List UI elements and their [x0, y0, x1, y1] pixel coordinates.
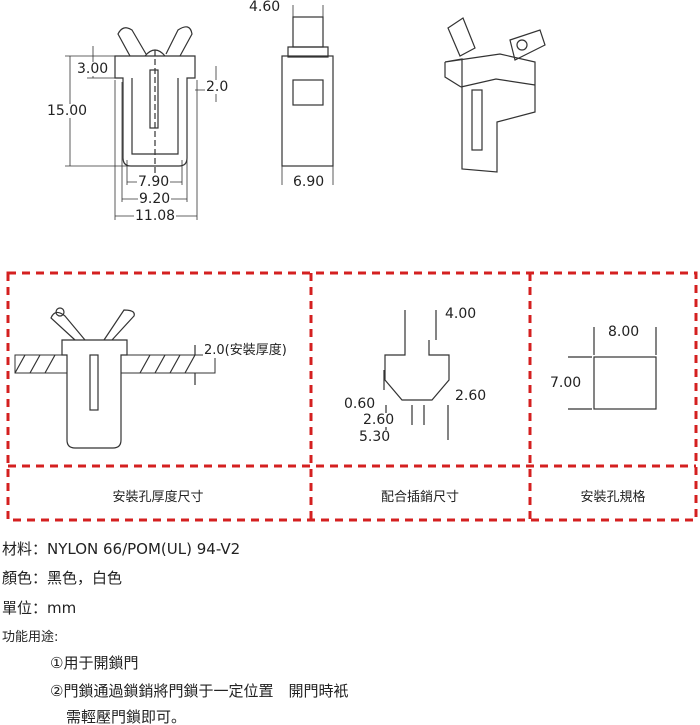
function-item-2: ②門鎖通過鎖銷將門鎖于一定位置 開門時衹	[50, 682, 349, 700]
panel-thickness-view	[14, 307, 216, 449]
dim-pin-bottom: 5.30	[358, 429, 392, 445]
spec-material: 材料：NYLON 66/POM(UL) 94-V2	[2, 540, 241, 558]
dim-side-top: 4.60	[248, 0, 282, 15]
dim-pin-right: 2.60	[454, 388, 488, 404]
dim-pin-small: 0.60	[343, 396, 377, 412]
dim-hole-height: 7.00	[549, 375, 583, 391]
dim-pin-top: 4.00	[444, 306, 478, 322]
caption-hole-spec: 安裝孔規格	[580, 490, 646, 505]
hole-view	[568, 327, 657, 410]
spec-unit: 單位：mm	[2, 599, 77, 617]
dim-side-bottom: 6.90	[292, 174, 326, 190]
dim-front-outer: 11.08	[134, 208, 177, 224]
dashed-frame	[6, 271, 698, 522]
caption-panel-thickness: 安裝孔厚度尺寸	[112, 490, 204, 505]
dim-front-inner: 7.90	[137, 174, 171, 190]
isometric-view	[444, 17, 546, 173]
dim-front-top: 3.00	[76, 61, 110, 77]
side-view	[281, 5, 334, 185]
dim-front-step: 2.0	[205, 79, 230, 95]
spec-function-title: 功能用途:	[2, 630, 59, 645]
spec-color: 顏色：黑色，白色	[2, 569, 123, 587]
dim-hole-width: 8.00	[607, 324, 641, 340]
pin-view	[383, 310, 450, 440]
caption-pin-size: 配合插銷尺寸	[380, 490, 460, 505]
dim-panel-thickness: 2.0(安裝厚度)	[203, 343, 288, 358]
dim-pin-mid: 2.60	[362, 412, 396, 428]
dim-front-mid: 9.20	[138, 191, 172, 207]
function-item-2-cont: 需輕壓門鎖即可。	[66, 708, 187, 725]
dim-front-height: 15.00	[46, 103, 89, 119]
function-item-1: ①用于開鎖門	[50, 654, 139, 672]
